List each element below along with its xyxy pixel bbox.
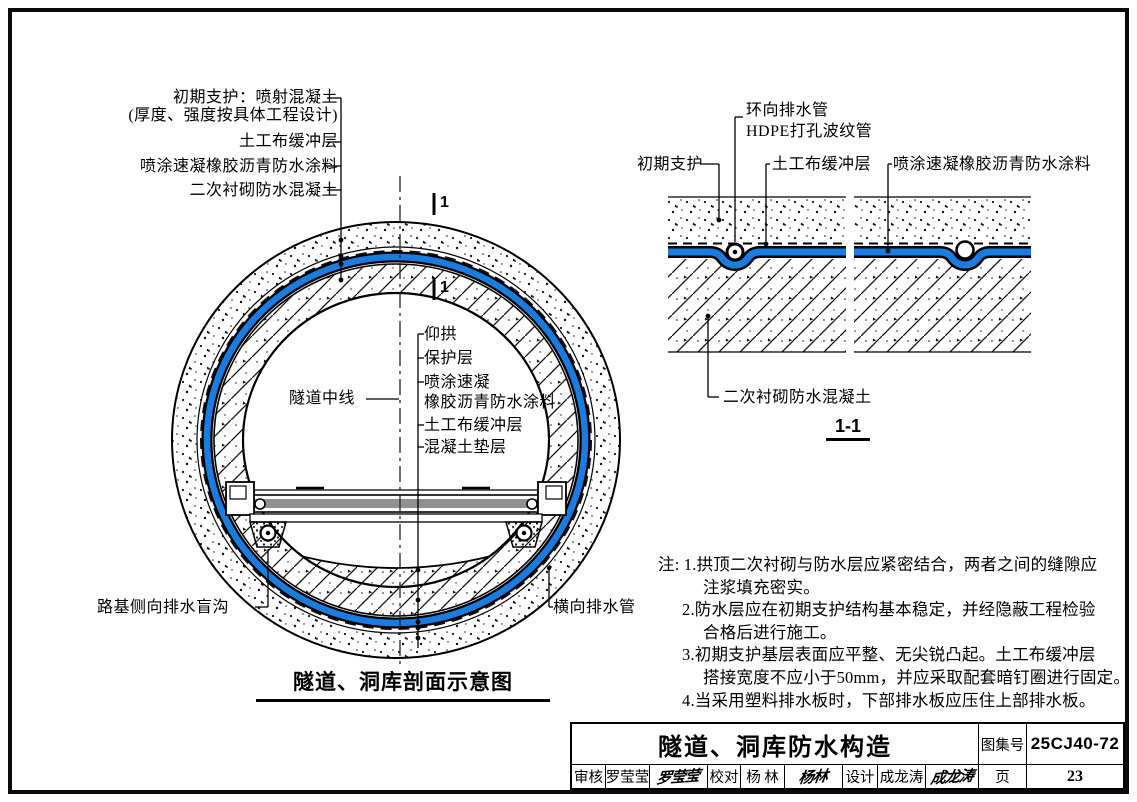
detail-lining-left [668, 259, 846, 352]
note-line: 注浆填充密实。 [703, 577, 820, 597]
review-name: 罗莹莹 [605, 765, 649, 788]
label-initial-support-note: (厚度、强度按具体工程设计) [128, 107, 338, 124]
label-invert-arch: 仰拱 [424, 326, 458, 343]
detail-label-circumferential-pipe: 环向排水管 [746, 102, 829, 119]
review-signature-text: 罗莹莹 [655, 768, 701, 788]
atlas-number-label: 图集号 [978, 724, 1026, 764]
title-block: 隧道、洞库防水构造 图集号 25CJ40-72 审核 罗莹莹 罗莹莹 校对 杨 … [570, 722, 1125, 790]
detail-waterproof-left [668, 248, 846, 269]
label-spray-coating-line1: 喷涂速凝 [424, 374, 491, 391]
detail-label-spray-coating: 喷涂速凝橡胶沥青防水涂料 [893, 156, 1092, 173]
detail-caption: 1-1 [826, 416, 870, 441]
atlas-number-value: 25CJ40-72 [1026, 724, 1123, 764]
label-geotextile-buffer: 土工布缓冲层 [238, 133, 338, 150]
road-deck [225, 481, 567, 523]
detail-label-hdpe-pipe: HDPE打孔波纹管 [746, 123, 873, 140]
label-geotextile-buffer-inner: 土工布缓冲层 [424, 417, 524, 434]
design-signature-text: 成龙涛 [929, 768, 975, 788]
label-roadbed-side-drain: 路基侧向排水盲沟 [97, 599, 230, 616]
detail-1-1-drawing [668, 116, 1031, 398]
note-line: 注: 1.拱顶二次衬砌与防水层应紧密结合，两者之间的缝隙应 [658, 555, 1098, 574]
proof-signature-text: 杨林 [797, 769, 829, 787]
design-name: 成龙涛 [877, 765, 925, 788]
cross-section-caption: 隧道、洞库剖面示意图 [256, 666, 550, 702]
label-tunnel-centerline: 隧道中线 [289, 390, 356, 407]
note-line: 2.防水层应在初期支护结构基本稳定，并经隐蔽工程检验 [682, 600, 1096, 620]
side-blind-drain-left [249, 521, 287, 548]
leader-dots [338, 237, 552, 641]
detail-label-secondary-lining: 二次衬砌防水混凝土 [723, 389, 872, 406]
cross-section-leader-lines [255, 97, 553, 648]
page-label: 页 [978, 765, 1026, 788]
design-label: 设计 [842, 765, 877, 788]
detail-leader-dots [705, 217, 891, 319]
detail-label-initial-support: 初期支护 [637, 156, 704, 173]
page-number-value: 23 [1026, 765, 1123, 788]
section-mark-1-bottom: 1 [440, 279, 449, 296]
geotextile-dashed-ring [200, 250, 592, 630]
detail-shotcrete-left [668, 197, 846, 241]
drawing-title: 隧道、洞库防水构造 [658, 733, 892, 761]
label-secondary-lining: 二次衬砌防水混凝土 [189, 182, 338, 199]
label-initial-support-shotcrete: 初期支护：喷射混凝土 [172, 89, 338, 106]
side-blind-drain-right [505, 521, 543, 548]
label-concrete-cushion: 混凝土垫层 [424, 439, 507, 456]
detail-leader-lines [701, 116, 892, 398]
detail-waterproof-right [854, 248, 1031, 269]
review-signature: 罗莹莹 [649, 765, 707, 788]
design-signature: 成龙涛 [925, 765, 978, 788]
label-transverse-drain-pipe: 横向排水管 [553, 599, 636, 616]
label-spray-coating: 喷涂速凝橡胶沥青防水涂料 [139, 158, 338, 175]
circumferential-pipe-right [955, 240, 975, 260]
note-line: 合格后进行施工。 [703, 622, 837, 642]
note-line: 4.当采用塑料排水板时，下部排水板应压住上部排水板。 [682, 690, 1096, 710]
note-line: 搭接宽度不应小于50mm，并应采取配套暗钉圈进行固定。 [703, 667, 1131, 687]
proof-label: 校对 [707, 765, 740, 788]
review-label: 审核 [574, 770, 603, 786]
tunnel-cross-section-drawing [171, 176, 621, 664]
note-line: 3.初期支护基层表面应平整、无尖锐凸起。土工布缓冲层 [682, 645, 1096, 665]
proof-signature: 杨林 [784, 765, 842, 788]
waterproof-coating-ring [203, 253, 589, 627]
detail-lining-right [854, 259, 1031, 352]
notes-block: 注: 1.拱顶二次衬砌与防水层应紧密结合，两者之间的缝隙应 注浆填充密实。 2.… [658, 554, 1130, 712]
section-mark-1-top: 1 [440, 194, 449, 211]
detail-shotcrete-right [854, 197, 1031, 241]
detail-label-geotextile-buffer: 土工布缓冲层 [772, 156, 872, 173]
page-border-frame [8, 8, 1129, 794]
label-spray-coating-line2: 橡胶沥青防水涂料 [424, 394, 557, 411]
label-protection-layer: 保护层 [424, 350, 474, 367]
proof-name: 杨 林 [740, 765, 784, 788]
